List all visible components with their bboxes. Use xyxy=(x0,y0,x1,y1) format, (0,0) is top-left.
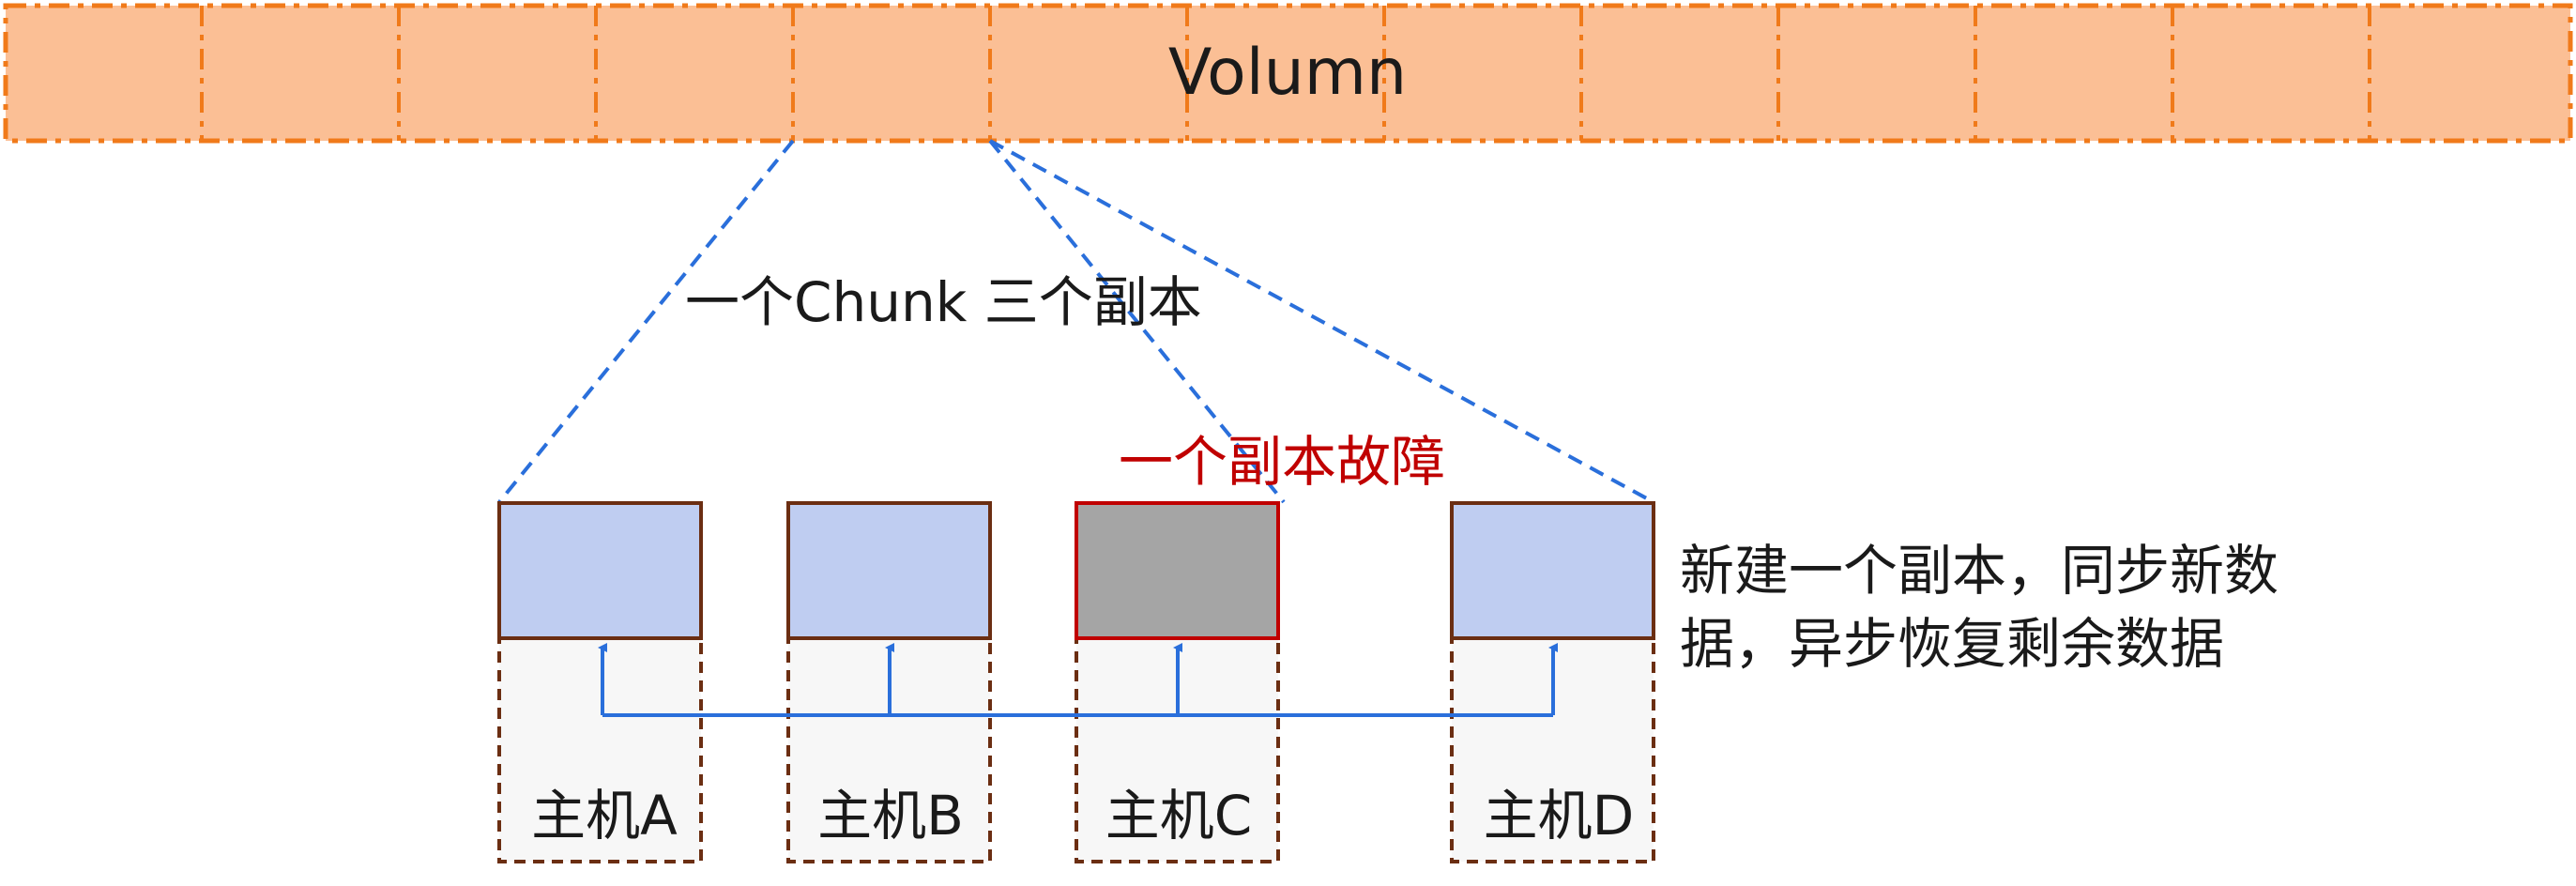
host-a-replica xyxy=(497,501,703,640)
chunk-projection-lines xyxy=(497,139,1654,504)
host-b: 主机B xyxy=(786,501,992,863)
sync-connector xyxy=(598,643,1558,717)
recovery-note-line-2: 据，异步恢复剩余数据 xyxy=(1680,612,2224,676)
volume-bar: Volumn xyxy=(3,3,2573,144)
host-b-replica xyxy=(786,501,992,640)
projection-line-right xyxy=(989,139,1654,504)
host-c: 主机C xyxy=(1075,501,1280,863)
host-a: 主机A xyxy=(497,501,703,863)
host-b-label: 主机B xyxy=(817,784,964,848)
recovery-note: 新建一个副本，同步新数 据，异步恢复剩余数据 xyxy=(1680,539,2279,676)
host-d-label: 主机D xyxy=(1484,784,1635,848)
projection-line-left xyxy=(497,139,795,504)
host-a-label: 主机A xyxy=(531,784,678,848)
host-d-replica xyxy=(1450,501,1655,640)
host-a-body xyxy=(497,636,703,863)
replica-failure-label: 一个副本故障 xyxy=(1119,430,1445,494)
volume-bar-body xyxy=(3,3,2573,144)
chunk-replica-label: 一个Chunk 三个副本 xyxy=(685,270,1202,334)
host-c-label: 主机C xyxy=(1105,784,1253,848)
recovery-note-line-1: 新建一个副本，同步新数 xyxy=(1680,539,2279,603)
host-c-replica-failed xyxy=(1075,501,1280,640)
projection-line-middle xyxy=(988,139,1286,504)
volume-label: Volumn xyxy=(1168,36,1407,110)
